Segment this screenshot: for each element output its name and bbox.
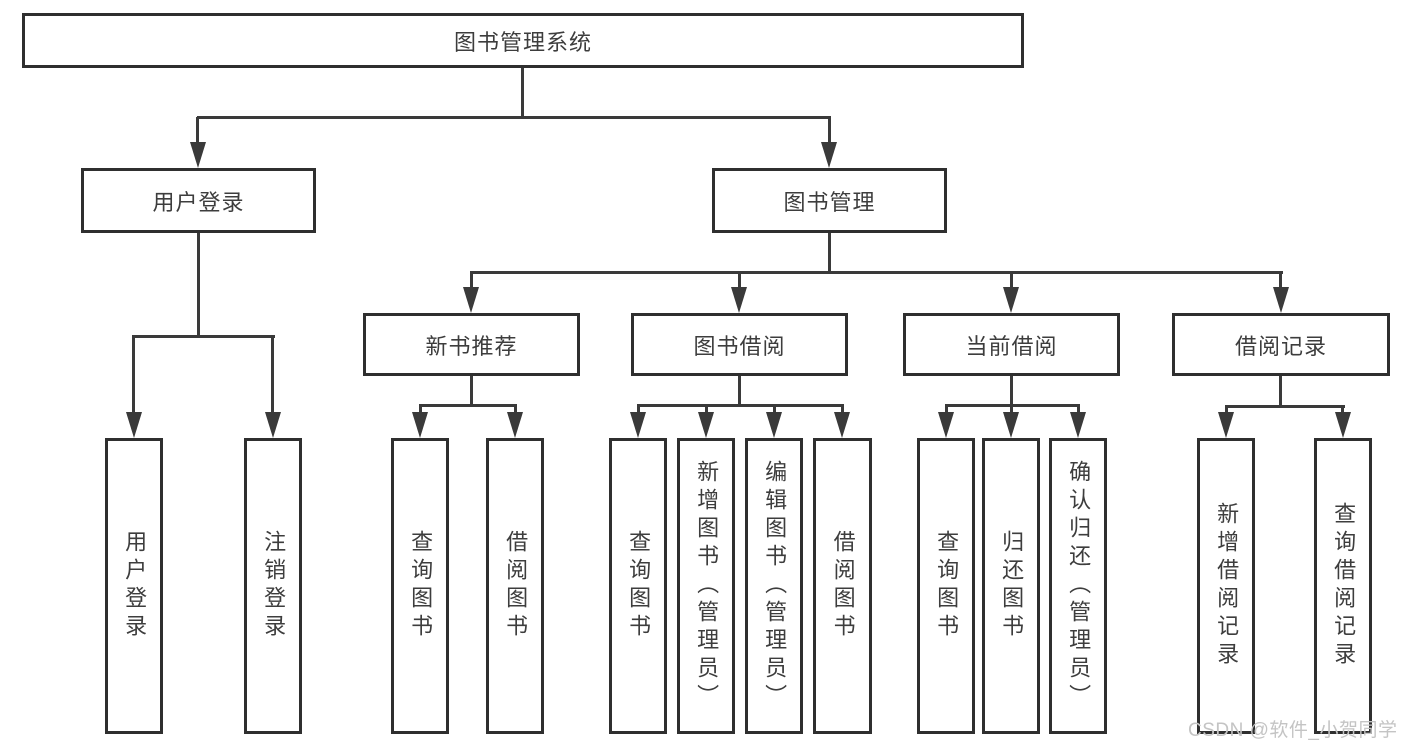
node-book-borrowing: 图书借阅	[631, 313, 848, 376]
leaf-add-borrow-record: 新增借阅记录	[1197, 438, 1255, 734]
leaf-label: 注销登录	[261, 530, 287, 642]
leaf-add-book-admin: 新增图书（管理员）	[677, 438, 735, 734]
connector-stem	[945, 405, 948, 414]
leaf-borrow-books: 借阅图书	[813, 438, 872, 734]
node-label: 新书推荐	[425, 333, 518, 359]
node-new-book-recommendation: 新书推荐	[363, 313, 580, 376]
connector-userlogin-drop	[197, 233, 200, 337]
connector-bar	[637, 404, 844, 407]
leaf-borrow-books-recommend: 借阅图书	[486, 438, 544, 734]
leaf-label: 查询借阅记录	[1331, 502, 1357, 670]
node-current-borrowing: 当前借阅	[903, 313, 1120, 376]
node-library-management-system: 图书管理系统	[22, 13, 1024, 68]
arrow-down-icon	[1335, 412, 1351, 438]
connector-bookmgmt-drop	[828, 233, 831, 273]
node-user-login: 用户登录	[81, 168, 316, 233]
connector-stem	[1341, 406, 1344, 414]
node-label: 借阅记录	[1234, 333, 1327, 359]
connector-root-drop	[521, 68, 524, 118]
node-book-management: 图书管理	[712, 168, 947, 233]
connector-stem	[1279, 272, 1282, 289]
arrow-down-icon	[1003, 287, 1019, 313]
leaf-query-borrow-record: 查询借阅记录	[1314, 438, 1372, 734]
connector-userlogin-bar	[132, 335, 275, 338]
arrow-down-icon	[126, 412, 142, 438]
leaf-query-books-borrow: 查询图书	[609, 438, 667, 734]
leaf-query-books-current: 查询图书	[917, 438, 975, 734]
arrow-down-icon	[698, 412, 714, 438]
arrow-down-icon	[1273, 287, 1289, 313]
arrow-down-icon	[1003, 412, 1019, 438]
leaf-label: 新增借阅记录	[1214, 502, 1240, 670]
leaf-label: 归还图书	[999, 530, 1025, 642]
connector-stem	[841, 405, 844, 414]
leaf-label: 确认归还（管理员）	[1066, 460, 1092, 712]
leaf-edit-book-admin: 编辑图书（管理员）	[745, 438, 803, 734]
arrow-down-icon	[463, 287, 479, 313]
csdn-watermark: CSDN @软件_小贺同学	[1188, 720, 1398, 741]
connector-stem	[1010, 272, 1013, 289]
node-borrowing-records: 借阅记录	[1172, 313, 1390, 376]
leaf-label: 借阅图书	[830, 530, 856, 642]
leaf-label: 借阅图书	[503, 530, 529, 642]
leaf-label: 新增图书（管理员）	[694, 460, 720, 712]
connector-stem	[514, 405, 517, 414]
node-label: 用户登录	[152, 189, 245, 215]
arrow-down-icon	[731, 287, 747, 313]
connector-stem	[196, 117, 199, 145]
connector-bar	[419, 404, 517, 407]
leaf-label: 查询图书	[626, 530, 652, 642]
connector-stem	[470, 272, 473, 289]
connector-drop	[1279, 376, 1282, 407]
connector-level3-bar	[470, 271, 1283, 274]
connector-drop	[1010, 376, 1013, 406]
connector-stem	[419, 405, 422, 414]
connector-drop	[470, 376, 473, 406]
leaf-label: 查询图书	[934, 530, 960, 642]
arrow-down-icon	[1070, 412, 1086, 438]
arrow-down-icon	[265, 412, 281, 438]
connector-stem	[773, 405, 776, 414]
arrow-down-icon	[938, 412, 954, 438]
leaf-label: 用户登录	[122, 530, 148, 642]
connector-bar	[1225, 405, 1345, 408]
arrow-down-icon	[1218, 412, 1234, 438]
arrow-down-icon	[834, 412, 850, 438]
node-label: 图书借阅	[693, 333, 786, 359]
leaf-logout: 注销登录	[244, 438, 302, 734]
arrow-down-icon	[190, 142, 206, 168]
node-label: 图书管理	[783, 189, 876, 215]
arrow-down-icon	[507, 412, 523, 438]
connector-level2-bar	[197, 116, 831, 119]
connector-stem	[828, 117, 831, 145]
arrow-down-icon	[766, 412, 782, 438]
connector-drop	[738, 376, 741, 406]
arrow-down-icon	[412, 412, 428, 438]
connector-stem	[637, 405, 640, 414]
leaf-label: 编辑图书（管理员）	[762, 460, 788, 712]
node-label: 当前借阅	[965, 333, 1058, 359]
connector-stem	[738, 272, 741, 289]
connector-stem	[132, 337, 135, 414]
arrow-down-icon	[821, 142, 837, 168]
connector-stem	[1010, 405, 1013, 414]
leaf-user-login: 用户登录	[105, 438, 163, 734]
connector-stem	[705, 405, 708, 414]
arrow-down-icon	[630, 412, 646, 438]
connector-stem	[1225, 406, 1228, 414]
leaf-query-books-recommend: 查询图书	[391, 438, 449, 734]
leaf-label: 查询图书	[408, 530, 434, 642]
node-label: 图书管理系统	[453, 29, 592, 55]
leaf-return-books: 归还图书	[982, 438, 1040, 734]
connector-stem	[271, 337, 274, 414]
connector-stem	[1077, 405, 1080, 414]
leaf-confirm-return-admin: 确认归还（管理员）	[1049, 438, 1107, 734]
